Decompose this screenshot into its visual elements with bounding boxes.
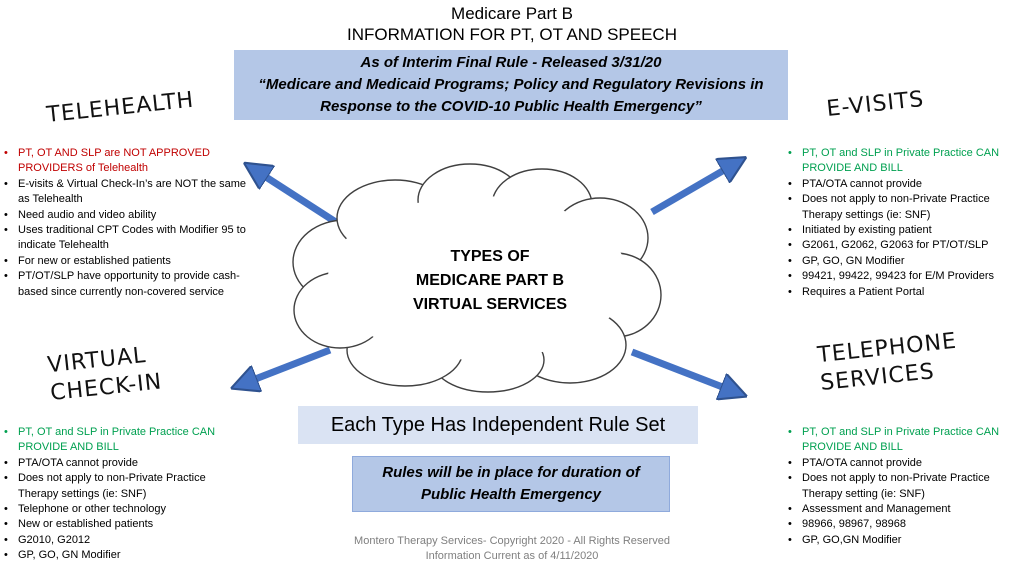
list-item: Assessment and Management <box>788 502 1020 518</box>
list-item: Uses traditional CPT Codes with Modifier… <box>4 223 254 254</box>
list-item: G2061, G2062, G2063 for PT/OT/SLP <box>788 238 1020 254</box>
arrow-evisits <box>650 162 738 216</box>
list-item: New or established patients <box>4 517 239 533</box>
independent-rule-box: Each Type Has Independent Rule Set <box>298 406 698 444</box>
arrow-virtual-checkin <box>240 346 332 385</box>
copyright-text: Montero Therapy Services- Copyright 2020… <box>354 535 670 547</box>
list-item: For new or established patients <box>4 254 254 270</box>
list-item: E-visits & Virtual Check-In’s are NOT th… <box>4 177 254 208</box>
list-item: GP, GO, GN Modifier <box>788 254 1020 270</box>
cloud-line-1: TYPES OF <box>450 248 530 265</box>
virtual-checkin-heading: VIRTUAL CHECK-IN <box>46 341 163 408</box>
list-item: PTA/OTA cannot provide <box>4 456 239 472</box>
list-item: Does not apply to non-Private Practice T… <box>4 471 239 502</box>
list-item: 99421, 99422, 99423 for E/M Providers <box>788 269 1020 285</box>
list-item: Initiated by existing patient <box>788 223 1020 239</box>
telephone-services-list: PT, OT and SLP in Private Practice CAN P… <box>788 425 1020 549</box>
arrow-telehealth <box>252 168 347 231</box>
list-item: GP, GO, GN Modifier <box>4 548 239 564</box>
arrow-telephone <box>630 348 738 393</box>
list-item: PTA/OTA cannot provide <box>788 456 1020 472</box>
interim-rule-banner: As of Interim Final Rule - Released 3/31… <box>234 50 788 120</box>
list-item: PT, OT and SLP in Private Practice CAN P… <box>788 146 1020 177</box>
list-item: 98966, 98967, 98968 <box>788 517 1020 533</box>
banner-line-3: Response to the COVID-10 Public Health E… <box>320 98 702 115</box>
list-item: GP, GO,GN Modifier <box>788 533 1020 549</box>
duration-line-1: Rules will be in place for duration of <box>382 464 640 481</box>
telehealth-list: PT, OT AND SLP are NOT APPROVED PROVIDER… <box>4 146 254 300</box>
list-item: PT, OT and SLP in Private Practice CAN P… <box>4 425 239 456</box>
cloud-label: TYPES OF MEDICARE PART B VIRTUAL SERVICE… <box>380 245 600 317</box>
list-item: PT, OT and SLP in Private Practice CAN P… <box>788 425 1020 456</box>
list-item: G2010, G2012 <box>4 533 239 549</box>
footer: Montero Therapy Services- Copyright 2020… <box>300 534 724 564</box>
evisits-list: PT, OT and SLP in Private Practice CAN P… <box>788 146 1020 300</box>
list-item: PTA/OTA cannot provide <box>788 177 1020 193</box>
page-title: Medicare Part B <box>451 4 573 23</box>
list-item: Need audio and video ability <box>4 208 254 224</box>
info-current-text: Information Current as of 4/11/2020 <box>425 550 599 562</box>
duration-line-2: Public Health Emergency <box>420 486 602 503</box>
duration-banner: Rules will be in place for duration of P… <box>352 456 670 512</box>
cloud-line-2: MEDICARE PART B <box>415 272 565 289</box>
page-subtitle: INFORMATION FOR PT, OT AND SPEECH <box>347 25 677 44</box>
list-item: Requires a Patient Portal <box>788 285 1020 301</box>
banner-line-1: As of Interim Final Rule - Released 3/31… <box>360 54 662 71</box>
list-item: PT/OT/SLP have opportunity to provide ca… <box>4 269 254 300</box>
list-item: Telephone or other technology <box>4 502 239 518</box>
cloud-line-3: VIRTUAL SERVICES <box>412 296 568 313</box>
banner-line-2: “Medicare and Medicaid Programs; Policy … <box>258 76 764 93</box>
list-item: Does not apply to non-Private Practice T… <box>788 471 1020 502</box>
list-item: PT, OT AND SLP are NOT APPROVED PROVIDER… <box>4 146 254 177</box>
list-item: Does not apply to non-Private Practice T… <box>788 192 1020 223</box>
virtual-checkin-list: PT, OT and SLP in Private Practice CAN P… <box>4 425 239 564</box>
